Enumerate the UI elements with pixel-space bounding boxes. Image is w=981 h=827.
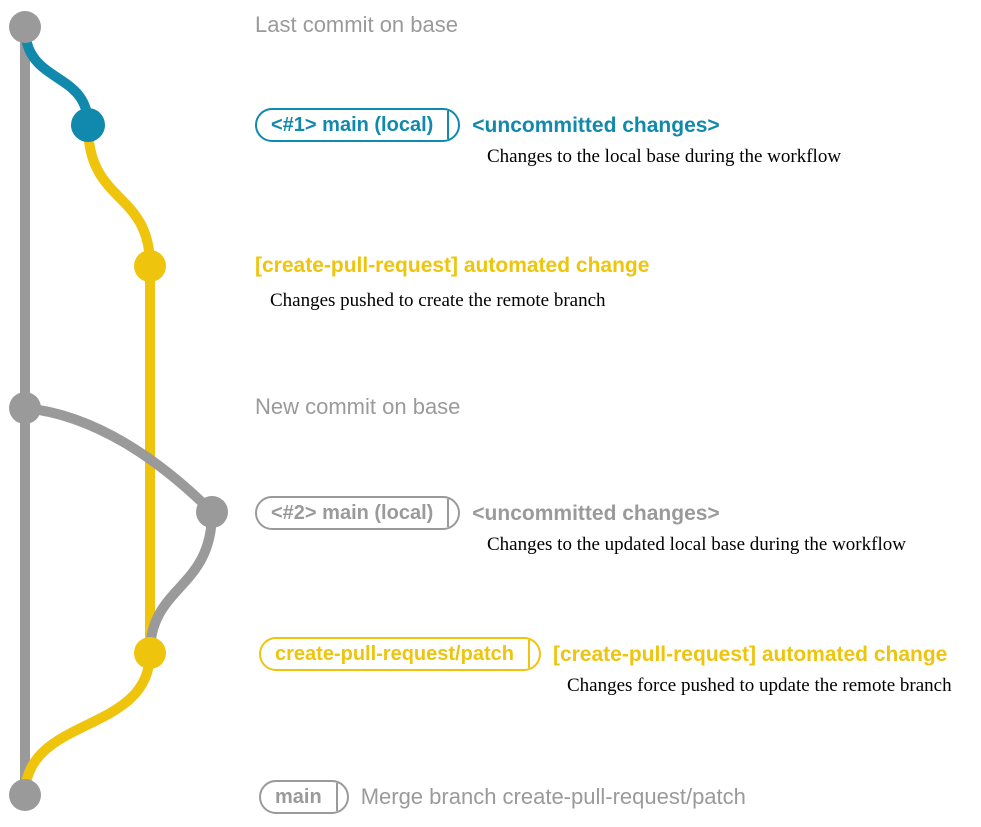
branch-tag-label: <#2> main (local): [271, 502, 434, 524]
commit-label-automated-change-1: [create-pull-request] automated change: [255, 255, 649, 276]
branch-tag-main-local-2[interactable]: <#2> main (local): [255, 496, 461, 530]
commit-body-automated-change-1: Changes pushed to create the remote bran…: [270, 290, 606, 311]
commit-node-patch-1[interactable]: [134, 250, 166, 282]
commit-subject: Merge branch create-pull-request/patch: [360, 784, 746, 809]
branch-line-local-1: [20, 22, 93, 130]
branch-tag-main-local-1[interactable]: <#1> main (local): [255, 108, 461, 142]
commit-node-base-last[interactable]: [9, 11, 41, 43]
commit-body-automated-change-2: Changes force pushed to update the remot…: [567, 675, 952, 696]
commit-label-last-commit-on-base: Last commit on base: [255, 14, 458, 36]
branch-line-local-2: [20, 403, 217, 517]
branch-line-local2-to-patch2: [145, 507, 217, 658]
branch-tag-label: main: [275, 786, 322, 808]
branch-tag-main[interactable]: main: [259, 780, 349, 814]
commit-label-automated-change-2: create-pull-request/patch [create-pull-r…: [259, 637, 947, 671]
branch-line-merge: [20, 648, 155, 800]
commit-subject: Last commit on base: [255, 12, 458, 37]
commit-label-local-uncommitted-2: <#2> main (local) <uncommitted changes>: [255, 496, 720, 530]
branch-tag-label: <#1> main (local): [271, 114, 434, 136]
commit-node-base-new[interactable]: [9, 392, 41, 424]
commit-node-local-1[interactable]: [71, 108, 105, 142]
commit-subject: <uncommitted changes>: [472, 501, 720, 525]
commit-subject: [create-pull-request] automated change: [552, 642, 948, 666]
commit-subject: [create-pull-request] automated change: [255, 254, 650, 277]
commit-body-local-uncommitted-2: Changes to the updated local base during…: [487, 534, 906, 555]
commit-node-merge-main[interactable]: [9, 779, 41, 811]
commit-body-local-uncommitted-1: Changes to the local base during the wor…: [487, 146, 842, 167]
branch-tag-create-pull-request-patch[interactable]: create-pull-request/patch: [259, 637, 541, 671]
branch-tag-label: create-pull-request/patch: [275, 643, 514, 665]
commit-node-local-2[interactable]: [196, 496, 228, 528]
commit-label-new-commit-on-base: New commit on base: [255, 396, 460, 418]
commit-subject: New commit on base: [255, 394, 461, 419]
commit-node-patch-2[interactable]: [134, 637, 166, 669]
commit-label-local-uncommitted-1: <#1> main (local) <uncommitted changes>: [255, 108, 720, 142]
branch-line-patch-1: [83, 120, 155, 271]
commit-subject: <uncommitted changes>: [472, 113, 720, 137]
commit-label-merge-commit: main Merge branch create-pull-request/pa…: [259, 780, 746, 814]
